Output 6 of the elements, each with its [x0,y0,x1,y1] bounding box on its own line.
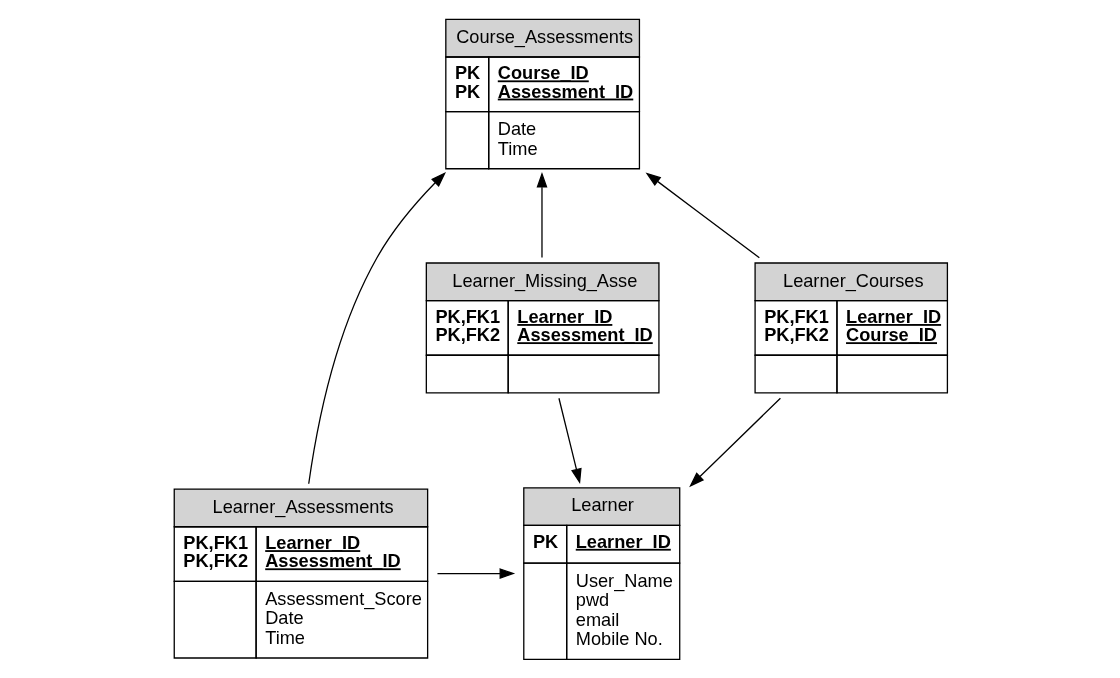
arrow [557,397,582,485]
arrow [536,171,547,259]
arrow [307,171,446,485]
arrow [436,568,515,579]
arrow [645,172,760,259]
arrow [688,397,781,488]
